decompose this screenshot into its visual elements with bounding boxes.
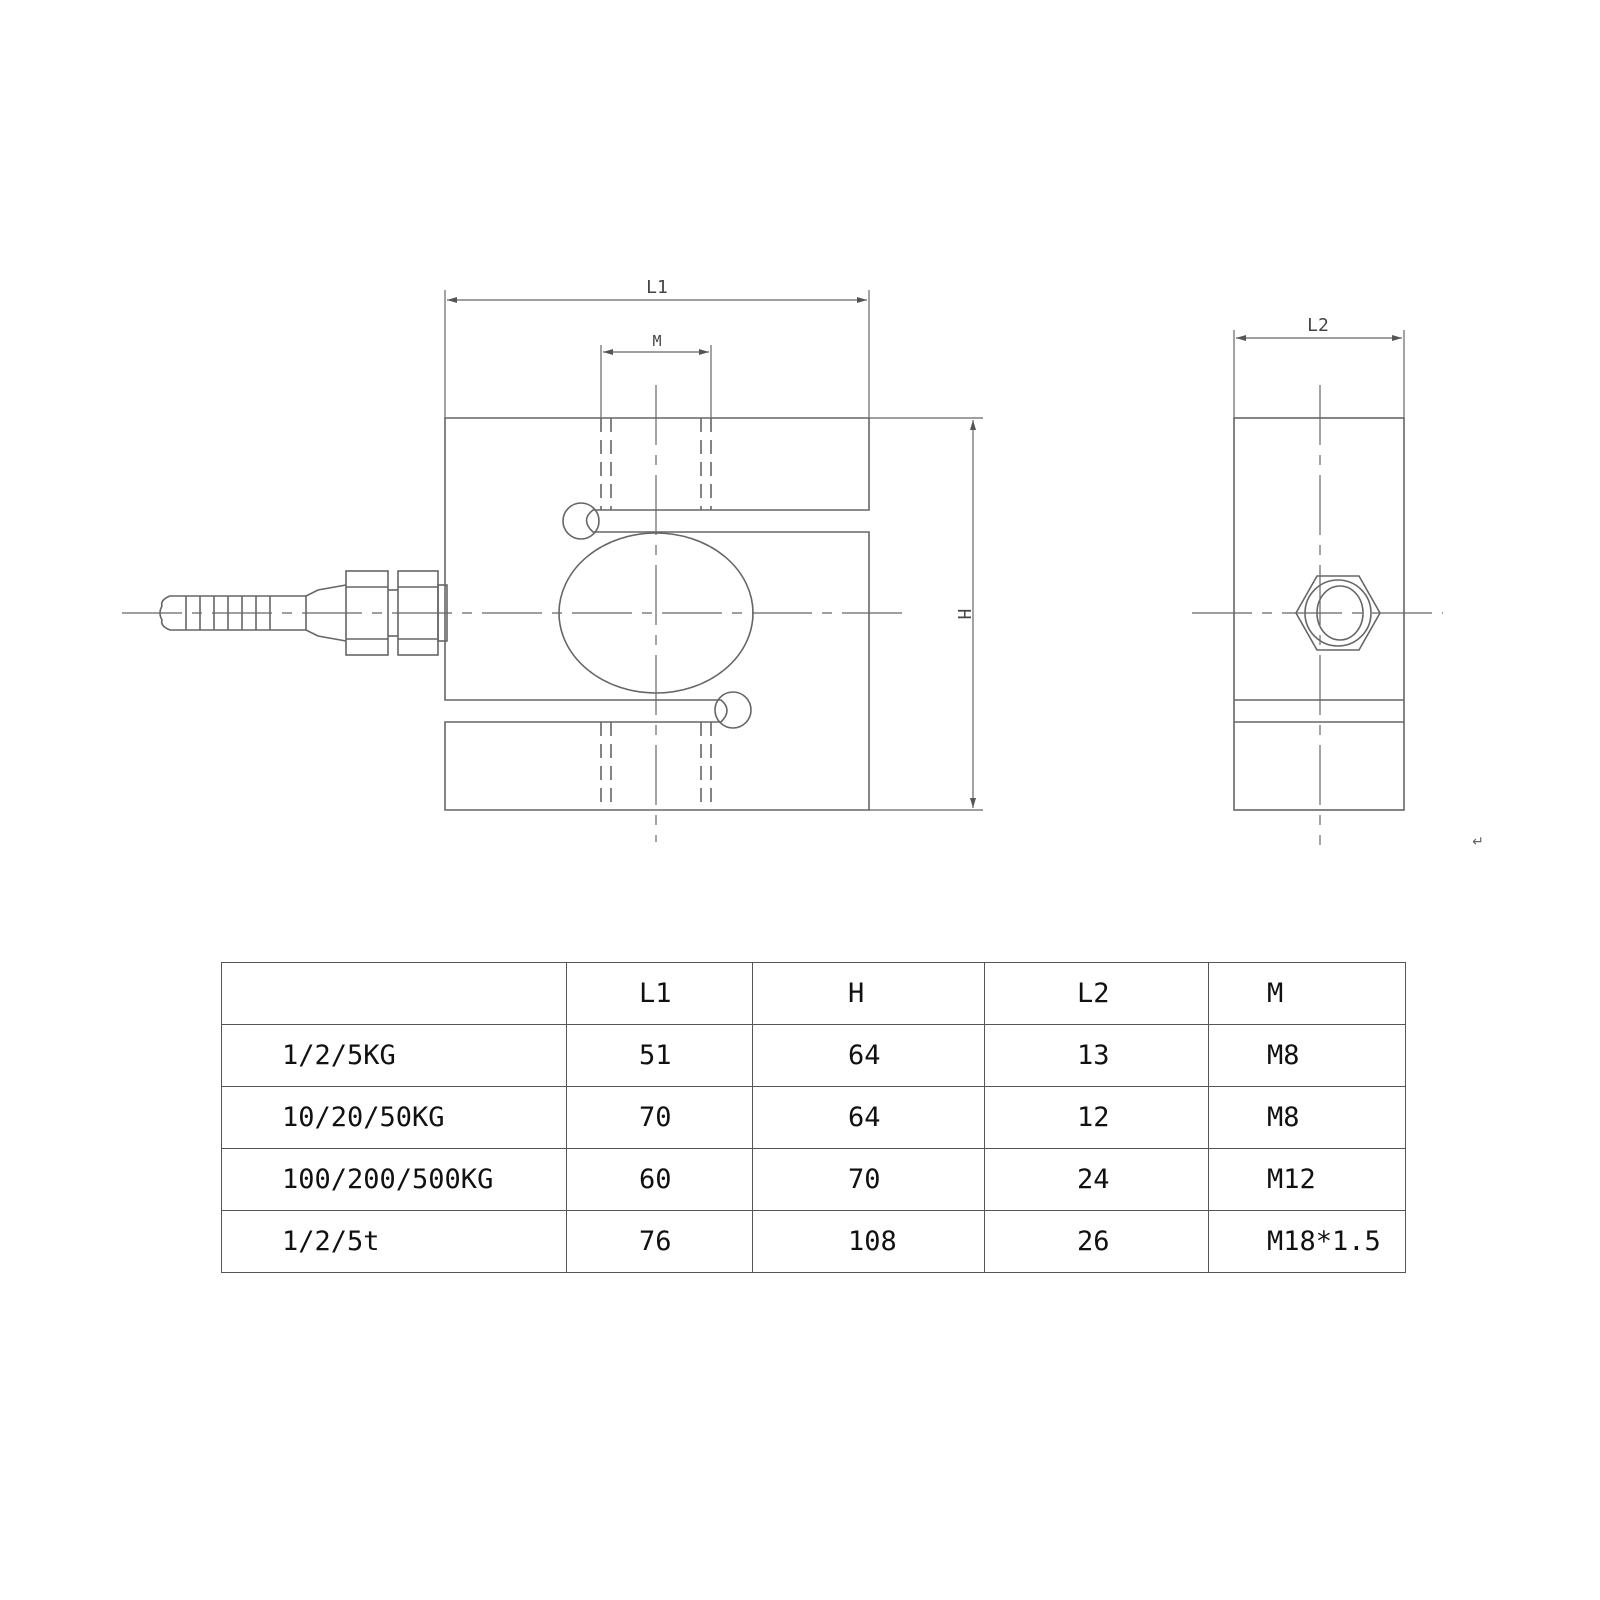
- cell-l1: 60: [566, 1148, 753, 1211]
- dim-m-label: M: [652, 332, 661, 350]
- cell-model: 1/2/5t: [221, 1210, 567, 1273]
- lower-slot-end: [714, 691, 752, 729]
- s-body-outline: [444, 417, 870, 811]
- header-l2: L2: [984, 962, 1209, 1025]
- header-model: [221, 962, 567, 1025]
- header-h: H: [752, 962, 985, 1025]
- cell-l2: 26: [984, 1210, 1209, 1273]
- side-centerlines: [1192, 385, 1443, 845]
- cable-gland: [305, 570, 448, 656]
- cell-h: 64: [752, 1024, 985, 1087]
- cell-m: M8: [1208, 1024, 1406, 1087]
- spec-table: L1 H L2 M 1/2/5KG 51 64 13 M8 10/20/50KG…: [221, 962, 1406, 1273]
- header-m: M: [1208, 962, 1406, 1025]
- cell-l2: 13: [984, 1024, 1209, 1087]
- dim-l2-label: L2: [1307, 315, 1329, 336]
- dim-l1-label: L1: [646, 277, 668, 298]
- cell-l2: 12: [984, 1086, 1209, 1149]
- upper-thread-hidden-lines: [600, 418, 712, 510]
- load-cell-drawing: L1 M H L2 ↵: [122, 277, 1484, 850]
- lower-thread-hidden-lines: [600, 722, 712, 810]
- table-header-row: L1 H L2 M: [221, 962, 1406, 1025]
- cell-model: 1/2/5KG: [221, 1024, 567, 1087]
- header-l1: L1: [566, 962, 753, 1025]
- cell-m: M18*1.5: [1208, 1210, 1406, 1273]
- front-dimensions: [444, 290, 983, 811]
- front-centerlines: [122, 385, 910, 842]
- table-row: 100/200/500KG 60 70 24 M12: [221, 1148, 1406, 1211]
- cable: [159, 595, 306, 631]
- table-row: 1/2/5t 76 108 26 M18*1.5: [221, 1210, 1406, 1273]
- cell-m: M8: [1208, 1086, 1406, 1149]
- cell-l1: 76: [566, 1210, 753, 1273]
- side-dimensions: [1233, 330, 1405, 418]
- paragraph-mark: ↵: [1472, 834, 1484, 850]
- side-body-outline: [1233, 417, 1405, 811]
- cell-l2: 24: [984, 1148, 1209, 1211]
- cell-h: 108: [752, 1210, 985, 1273]
- cell-h: 64: [752, 1086, 985, 1149]
- side-view: [1192, 385, 1443, 845]
- cell-l1: 70: [566, 1086, 753, 1149]
- cell-h: 70: [752, 1148, 985, 1211]
- cell-m: M12: [1208, 1148, 1406, 1211]
- cell-model: 10/20/50KG: [221, 1086, 567, 1149]
- table-row: 1/2/5KG 51 64 13 M8: [221, 1024, 1406, 1087]
- upper-slot-end: [562, 502, 600, 540]
- cell-l1: 51: [566, 1024, 753, 1087]
- front-view: [122, 385, 910, 842]
- table-row: 10/20/50KG 70 64 12 M8: [221, 1086, 1406, 1149]
- cell-model: 100/200/500KG: [221, 1148, 567, 1211]
- dim-h-label: H: [953, 609, 974, 620]
